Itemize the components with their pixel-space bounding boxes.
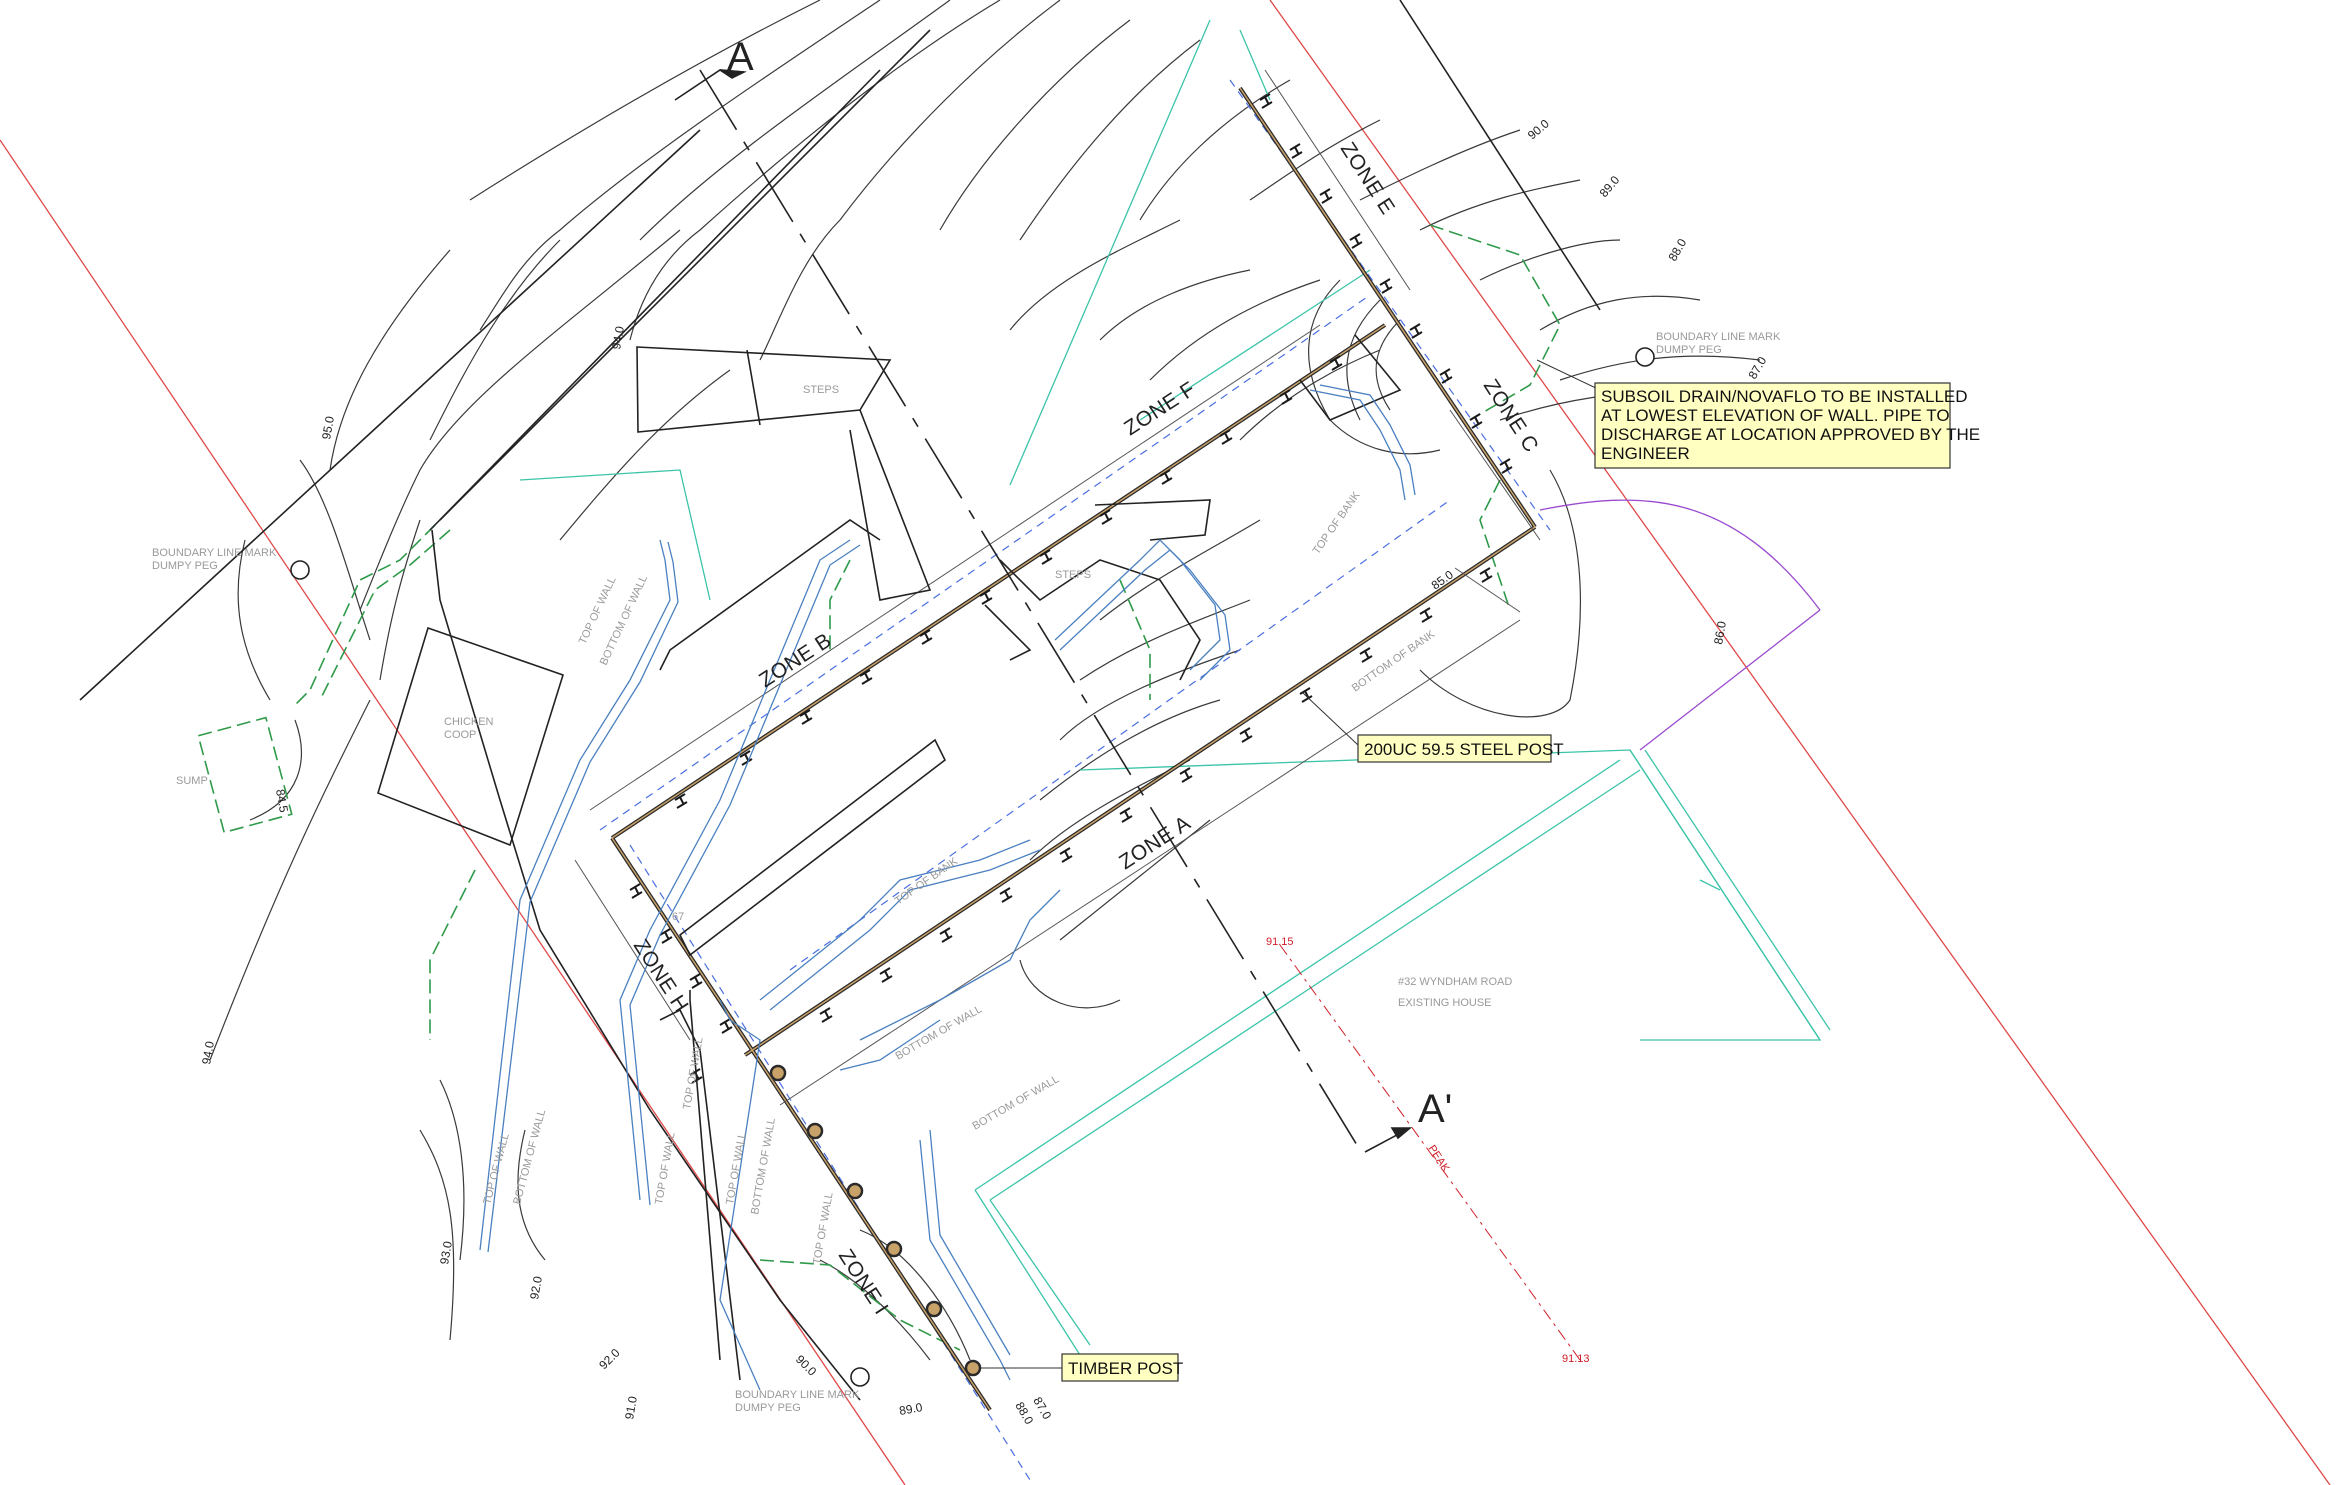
timber-post-label: TIMBER POST [1068, 1359, 1183, 1378]
contour-labels: 95.0 94.0 94.0 93.0 92.0 92.0 91.0 90.0 … [199, 116, 1769, 1427]
easement-line [1539, 499, 1821, 751]
zone-i-label: ZONE I [834, 1245, 893, 1319]
contour-label: 84.5 [273, 788, 291, 814]
zone-c-label: ZONE C [1479, 375, 1543, 457]
dumpy-peg-label: DUMPY PEG [735, 1402, 801, 1414]
zone-a-label: ZONE A [1115, 811, 1195, 874]
steel-post-note: 200UC 59.5 STEEL POST [1302, 692, 1564, 763]
zone-e-label: ZONE E [1336, 138, 1400, 219]
steel-posts [629, 93, 1513, 1084]
top-of-bank-label: TOP OF BANK [1311, 489, 1363, 557]
peak-line [1279, 944, 1581, 1361]
site-labels: BOUNDARY LINE MARK DUMPY PEG BOUNDARY LI… [152, 331, 1781, 1414]
steps-label: STEPS [803, 384, 839, 396]
contour-label: 94.0 [199, 1040, 217, 1066]
contour-label: 89.0 [1597, 173, 1623, 200]
top-of-wall-label: TOP OF WALL [481, 1132, 512, 1206]
contour-label: 90.0 [793, 1352, 820, 1379]
bottom-of-wall-label: BOTTOM OF WALL [749, 1117, 778, 1215]
level-label: 91.13 [1562, 1353, 1590, 1365]
zone-b-label: ZONE B [755, 629, 836, 693]
wall-faces [479, 384, 1416, 1391]
boundary-mark-label: BOUNDARY LINE MARK [735, 1389, 860, 1401]
address-label: #32 WYNDHAM ROAD [1398, 976, 1512, 988]
chicken-coop-label: CHICKEN [444, 716, 494, 728]
chicken-coop-label: COOP [444, 729, 476, 741]
top-of-wall-label: TOP OF WALL [811, 1191, 836, 1265]
bottom-of-wall-label: BOTTOM OF WALL [894, 1003, 985, 1062]
boundary-mark-label: BOUNDARY LINE MARK [1656, 331, 1781, 343]
drain-note-line: DISCHARGE AT LOCATION APPROVED BY THE [1601, 425, 1980, 444]
existing-walls [79, 0, 1601, 1401]
contour-label: 92.0 [596, 1345, 623, 1372]
top-of-wall-label: TOP OF WALL [681, 1036, 706, 1110]
drain-note: SUBSOIL DRAIN/NOVAFLO TO BE INSTALLED AT… [1536, 359, 1980, 469]
contour-label: 86.0 [1711, 620, 1729, 646]
dumpy-peg-label: DUMPY PEG [1656, 344, 1722, 356]
boundary-marks [290, 347, 1655, 1387]
contour-label: 92.0 [527, 1275, 545, 1301]
dimension-lines [574, 69, 1541, 1106]
contour-label: 94.0 [609, 325, 627, 351]
contour-label: 88.0 [1665, 236, 1689, 264]
structures [377, 334, 1402, 957]
section-end-label: A' [1418, 1087, 1452, 1131]
timber-posts [769, 1064, 982, 1377]
small-label: 67 [672, 911, 684, 923]
steel-post-label: 200UC 59.5 STEEL POST [1364, 740, 1564, 759]
drain-note-line: SUBSOIL DRAIN/NOVAFLO TO BE INSTALLED [1601, 387, 1968, 406]
dumpy-peg-label: DUMPY PEG [152, 560, 218, 572]
steps-label: STEPS [1055, 569, 1091, 581]
setback-lines [599, 79, 1551, 1481]
sump-label: SUMP [176, 775, 208, 787]
chicken-coop-outline [377, 626, 564, 847]
drain-note-line: AT LOWEST ELEVATION OF WALL. PIPE TO [1601, 406, 1950, 425]
timber-post-note: TIMBER POST [981, 1353, 1183, 1382]
top-of-wall-label: TOP OF WALL [724, 1131, 749, 1205]
contour-label: 91.0 [622, 1395, 640, 1421]
peak-label: PEAK [1425, 1143, 1451, 1175]
existing-features [197, 224, 1561, 1351]
boundary-mark-label: BOUNDARY LINE MARK [152, 547, 277, 559]
contour-label: 90.0 [1525, 116, 1552, 142]
drain-note-line: ENGINEER [1601, 444, 1690, 463]
retaining-wall [610, 86, 1537, 1412]
bottom-of-wall-label: BOTTOM OF WALL [971, 1073, 1062, 1132]
section-start-label: A [727, 35, 754, 79]
contour-label: 87.0 [1745, 354, 1769, 382]
section-line [674, 69, 1413, 1153]
contour-label: 93.0 [437, 1240, 455, 1266]
contour-label: 95.0 [319, 415, 337, 441]
contour-lines [209, 0, 1761, 1361]
existing-house-outline [519, 19, 1831, 1356]
level-label: 91.15 [1266, 936, 1294, 948]
top-of-bank-label: TOP OF BANK [893, 855, 961, 907]
existing-house-label: EXISTING HOUSE [1398, 997, 1492, 1009]
top-of-wall-label: TOP OF WALL [653, 1131, 678, 1205]
bottom-of-wall-label: BOTTOM OF WALL [511, 1108, 548, 1206]
contour-label: 89.0 [898, 1400, 924, 1418]
